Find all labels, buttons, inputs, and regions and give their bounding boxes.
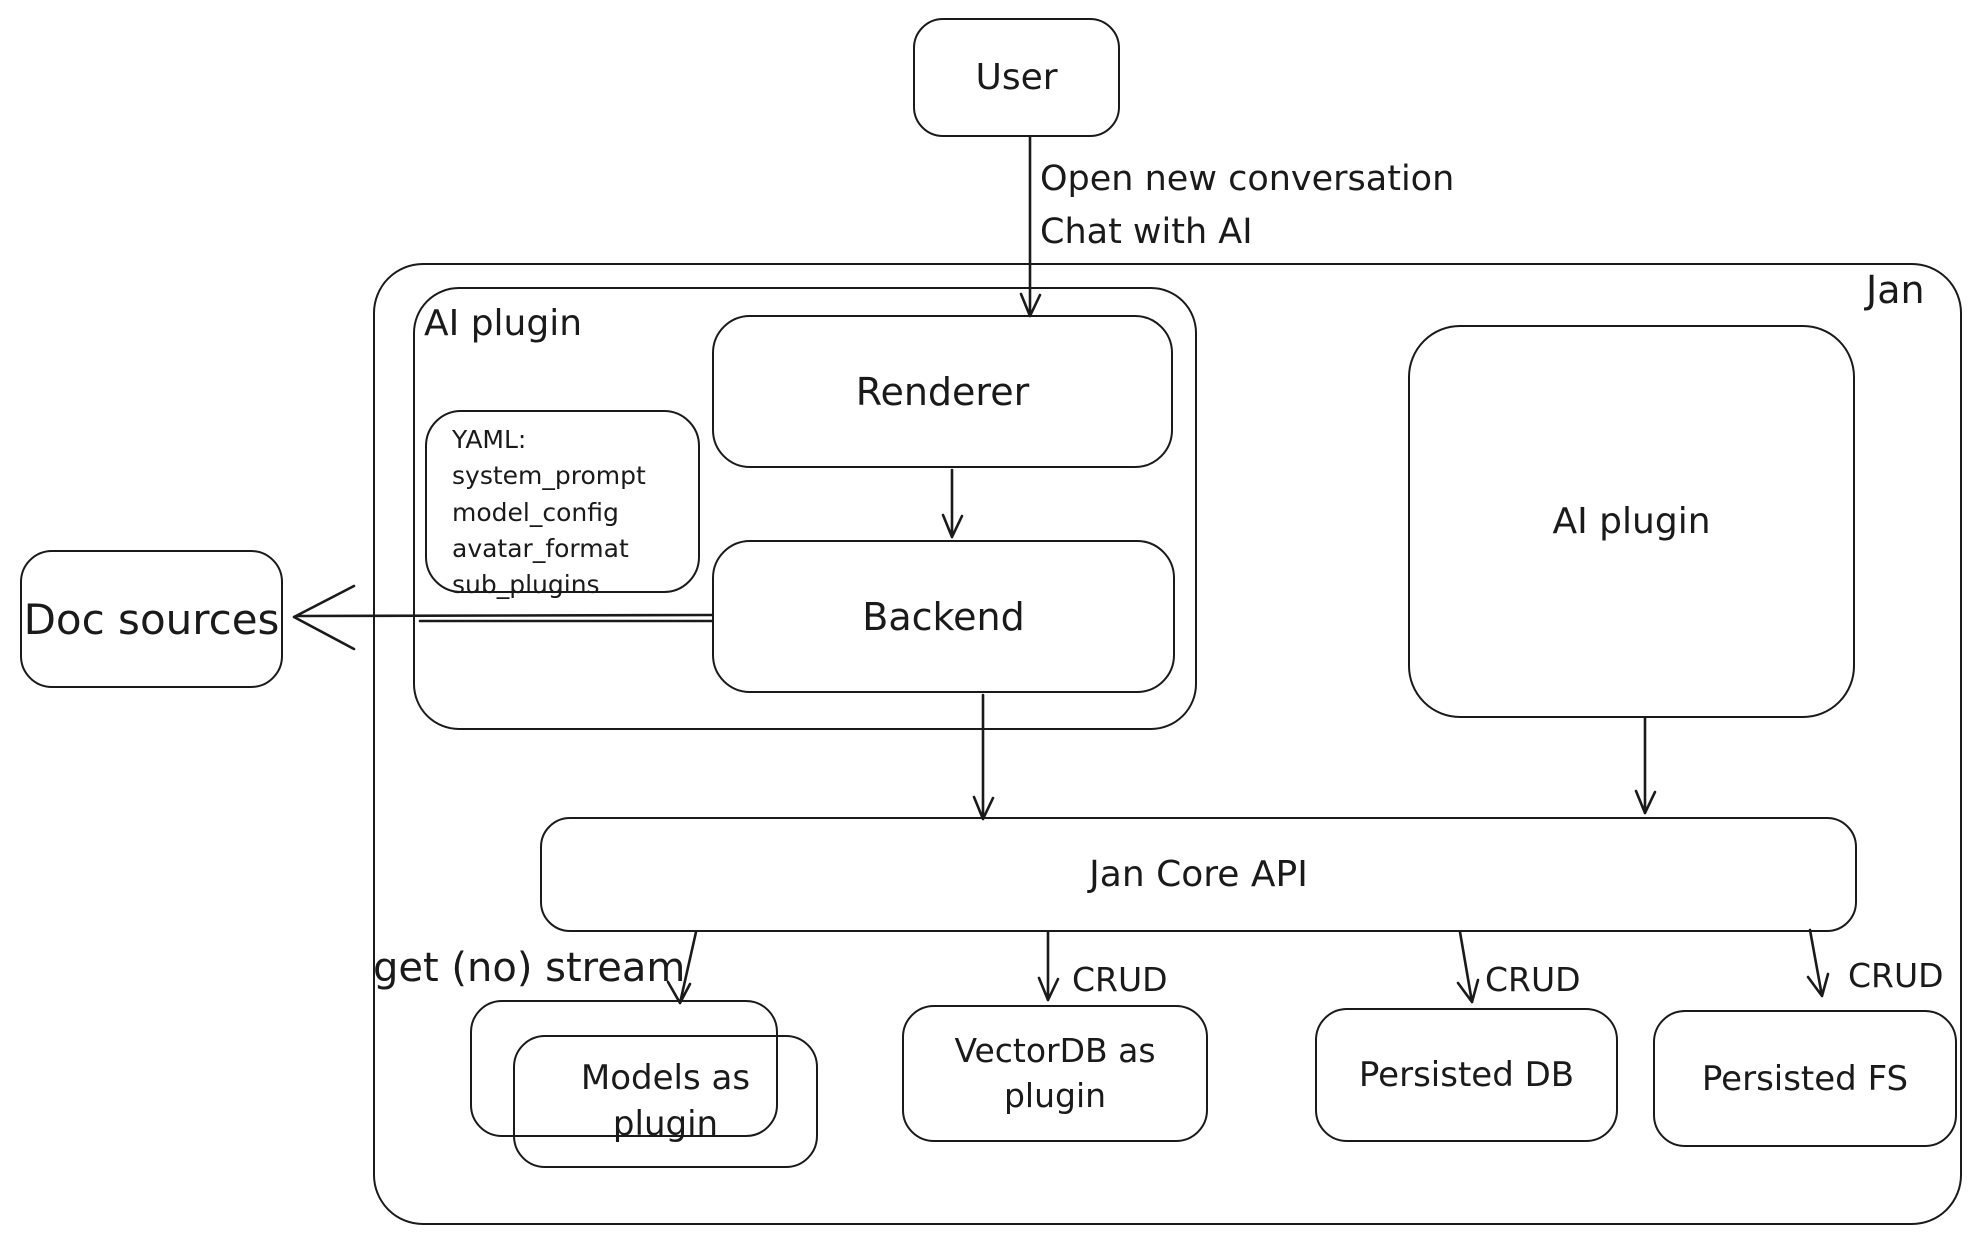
persisted-db-label: Persisted DB	[1358, 1055, 1575, 1095]
edge-label-crud-persisted-db: CRUD	[1485, 960, 1581, 999]
edge-label-crud-vectordb: CRUD	[1072, 960, 1168, 999]
ai-plugin-left-label: AI plugin	[424, 303, 583, 344]
yaml-line: system_prompt	[452, 461, 646, 491]
backend-node: Backend	[712, 540, 1175, 693]
edge-label-open-conversation-line1: Open new conversation	[1040, 159, 1455, 199]
edge-label-get-no-stream: get (no) stream	[373, 945, 686, 991]
models-plugin-back-node	[470, 1000, 778, 1137]
yaml-line: avatar_format	[452, 533, 629, 563]
jan-core-api-node: Jan Core API	[540, 817, 1857, 932]
edge-label-open-conversation-line2: Chat with AI	[1040, 211, 1253, 252]
ai-plugin-right-node: AI plugin	[1408, 325, 1855, 718]
yaml-line: model_config	[452, 497, 619, 527]
jan-label: Jan	[1866, 268, 1925, 312]
vectordb-plugin-node: VectorDB as plugin	[902, 1005, 1208, 1142]
doc-sources-node: Doc sources	[20, 550, 283, 688]
yaml-line: sub_plugins	[452, 570, 600, 599]
user-node: User	[913, 18, 1120, 137]
models-plugin-node: Models as plugin	[513, 1035, 818, 1168]
persisted-db-node: Persisted DB	[1315, 1008, 1618, 1142]
jan-container	[373, 263, 1962, 1225]
models-plugin-label: Models as plugin	[580, 1057, 751, 1144]
backend-label: Backend	[862, 594, 1025, 639]
yaml-title: YAML:	[452, 425, 527, 454]
persisted-fs-node: Persisted FS	[1653, 1010, 1957, 1147]
doc-sources-label: Doc sources	[23, 594, 280, 644]
persisted-fs-label: Persisted FS	[1701, 1058, 1909, 1099]
edge-label-open-conversation: Open new conversation Chat with AI	[1040, 153, 1454, 258]
jan-core-api-label: Jan Core API	[1089, 854, 1308, 895]
ai-plugin-right-label: AI plugin	[1552, 501, 1711, 542]
edge-label-crud-persisted-fs: CRUD	[1848, 956, 1944, 995]
renderer-node: Renderer	[712, 315, 1173, 468]
ai-plugin-left-container	[413, 287, 1197, 730]
vectordb-plugin-label: VectorDB as plugin	[954, 1030, 1156, 1115]
user-label: User	[975, 57, 1058, 98]
yaml-note-text: YAML: system_prompt model_config avatar_…	[452, 422, 646, 603]
renderer-label: Renderer	[855, 369, 1030, 414]
